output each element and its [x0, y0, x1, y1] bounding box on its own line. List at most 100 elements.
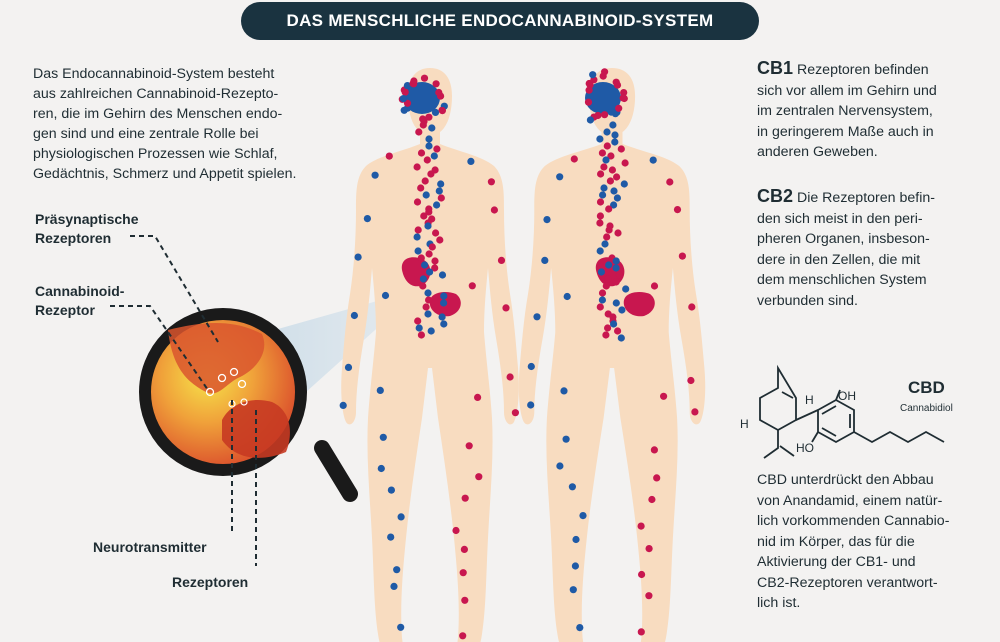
receptor-dot [612, 278, 620, 286]
receptor-dot [645, 592, 653, 600]
receptor-dot [427, 327, 435, 335]
receptor-dot [533, 313, 541, 321]
cb1-text: CB1 Rezeptoren befinden sich vor allem i… [757, 58, 992, 163]
receptor-dot [461, 596, 469, 604]
text-line: verbunden sind. [757, 292, 858, 309]
receptor-dot [602, 282, 610, 290]
text-line: anderen Geweben. [757, 144, 878, 160]
receptor-dot [400, 106, 408, 114]
receptor-dot [371, 171, 379, 179]
receptor-dot [601, 111, 609, 119]
receptor-dot [621, 159, 629, 167]
receptor-dot [620, 89, 628, 97]
receptor-dot [617, 334, 625, 342]
receptor-dot [600, 184, 608, 192]
receptor-dot [604, 324, 612, 332]
receptor-dot [605, 226, 613, 234]
receptor-dot [452, 526, 460, 535]
receptor-dot [432, 229, 440, 237]
receptor-dot [421, 177, 429, 185]
receptor-dot [691, 408, 699, 416]
receptor-dot [431, 257, 439, 265]
page-title: DAS MENSCHLICHE ENDOCANNABINOID-SYSTEM [241, 2, 759, 40]
receptor-dot [596, 219, 604, 227]
receptor-dot [397, 513, 405, 521]
text-line: im zentralen Nervensystem, [757, 103, 933, 119]
receptor-dot [440, 292, 448, 300]
cb2-key: CB2 [757, 186, 794, 206]
receptor-dot [425, 296, 433, 304]
receptor-dot [432, 80, 440, 88]
neurotransmitter-label: Neurotransmitter [93, 539, 207, 555]
receptor-dot [660, 392, 668, 400]
receptor-dot [560, 387, 568, 395]
receptor-dot [424, 289, 432, 297]
receptor-dot [344, 363, 353, 371]
receptor-dot [605, 261, 613, 269]
receptor-dot [474, 393, 482, 401]
receptor-dot [613, 81, 622, 89]
receptor-dot [607, 108, 615, 116]
receptor-dot [417, 331, 425, 339]
cb2-text: CB2 Die Rezeptoren befin- den sich meist… [757, 186, 992, 311]
receptor-dot [397, 623, 405, 631]
receptor-dot [490, 206, 498, 214]
receptor-dot [424, 310, 432, 318]
receptor-dot [428, 124, 436, 132]
receptor-dot [600, 163, 608, 171]
intro-text: Das Endocannabinoid-System besteht aus z… [33, 64, 353, 184]
receptor-dot [459, 569, 467, 577]
receptor-dot [598, 289, 607, 297]
text-line: sich vor allem im Gehirn und [757, 82, 937, 99]
receptor-dot [422, 303, 430, 311]
receptor-dot [586, 116, 595, 124]
label-leaders [110, 235, 257, 566]
receptor-dot [425, 208, 433, 216]
receptor-dot [618, 306, 626, 314]
receptor-dot [527, 362, 535, 371]
receptor-dot [502, 304, 510, 312]
receptor-dot [426, 268, 434, 276]
receptor-dot [612, 299, 620, 307]
receptor-dot [428, 243, 436, 251]
receptor-dot [648, 495, 656, 504]
cbd-molecule [759, 364, 945, 459]
receptor-dot [687, 376, 695, 385]
receptor-dot [649, 156, 657, 164]
receptor-dot [475, 473, 483, 481]
text-line: dere in den Zellen, die mit [757, 251, 921, 268]
receptor-dot [425, 250, 433, 258]
receptor-dot [610, 201, 618, 209]
h-atom-label: H [740, 417, 749, 431]
text-line: lich vorkommenden Cannabio- [757, 513, 950, 529]
receptor-dot [414, 226, 422, 234]
receptor-dot [611, 131, 619, 139]
receptor-dot [589, 71, 597, 79]
receptor-dot [431, 108, 440, 116]
receptor-dot [603, 142, 611, 150]
receptor-dot [602, 156, 610, 164]
receptor-dot [604, 275, 612, 283]
cbd-subtitle: Cannabidiol [900, 403, 953, 414]
receptor-dot [612, 264, 620, 272]
receptor-dot [615, 104, 623, 112]
receptor-dot [413, 198, 422, 206]
receptor-dot [614, 327, 622, 335]
receptor-dot [354, 253, 362, 261]
receptor-dot [541, 256, 549, 264]
text-line: CBD unterdrückt den Abbau [757, 472, 934, 488]
receptor-dot [413, 163, 421, 171]
receptor-dot [596, 135, 604, 143]
receptor-dot [594, 111, 602, 120]
receptor-dot [436, 236, 444, 244]
receptor-dot [460, 545, 468, 554]
receptor-dot [431, 264, 439, 272]
receptor-dot [435, 88, 443, 97]
intro-line: gen sind und eine zentrale Rolle bei [33, 126, 259, 142]
receptor-dot [585, 86, 593, 94]
receptor-dot [385, 152, 393, 160]
receptor-dot [387, 533, 395, 541]
receptor-dot [568, 483, 577, 491]
receptor-dot [596, 198, 605, 206]
